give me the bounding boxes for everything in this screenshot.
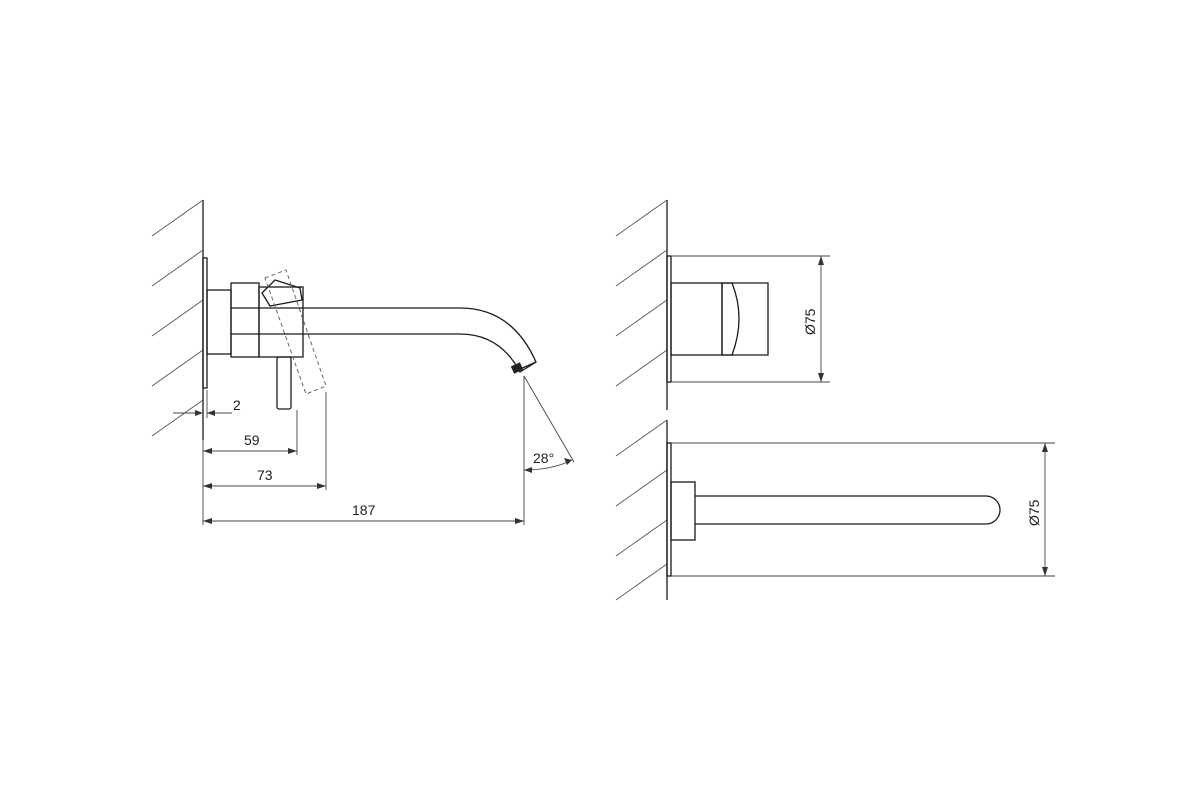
lever-alt-position [264,269,327,395]
lever-hub [258,286,304,358]
lever-cap [261,279,303,307]
wall-hatching [151,199,204,437]
dim-to-lever-max: 73 [203,467,326,489]
dim-label-59: 59 [244,432,260,448]
spout [231,307,537,373]
lever-block [721,282,769,356]
spout [695,495,1001,525]
lever-handle [276,356,292,410]
dim-label-73: 73 [257,467,273,483]
dim-label-2: 2 [233,397,241,413]
lever-curve [722,282,740,356]
dim-label-spout-diameter: Ø75 [1026,499,1042,526]
dim-label-mixer-diameter: Ø75 [802,308,818,335]
spout-collar [670,481,696,541]
spout-top-view: Ø75 [615,419,1055,601]
mixer-collar [230,282,260,358]
mixer-body [206,289,232,355]
mixer-front-view: Ø75 [615,199,830,410]
mixer-body [670,282,723,356]
dim-spout-reach: 187 [203,502,524,524]
dim-to-lever: 59 [203,432,297,454]
wall-hatching [615,199,668,387]
side-view: 2 59 73 187 28° [151,199,575,525]
dim-label-28: 28° [533,450,554,466]
dim-label-187: 187 [352,502,376,518]
wall-hatching [615,419,668,601]
aerator [510,362,524,374]
dim-wall-offset: 2 [173,397,241,416]
dim-outlet-angle: 28° [523,375,575,473]
